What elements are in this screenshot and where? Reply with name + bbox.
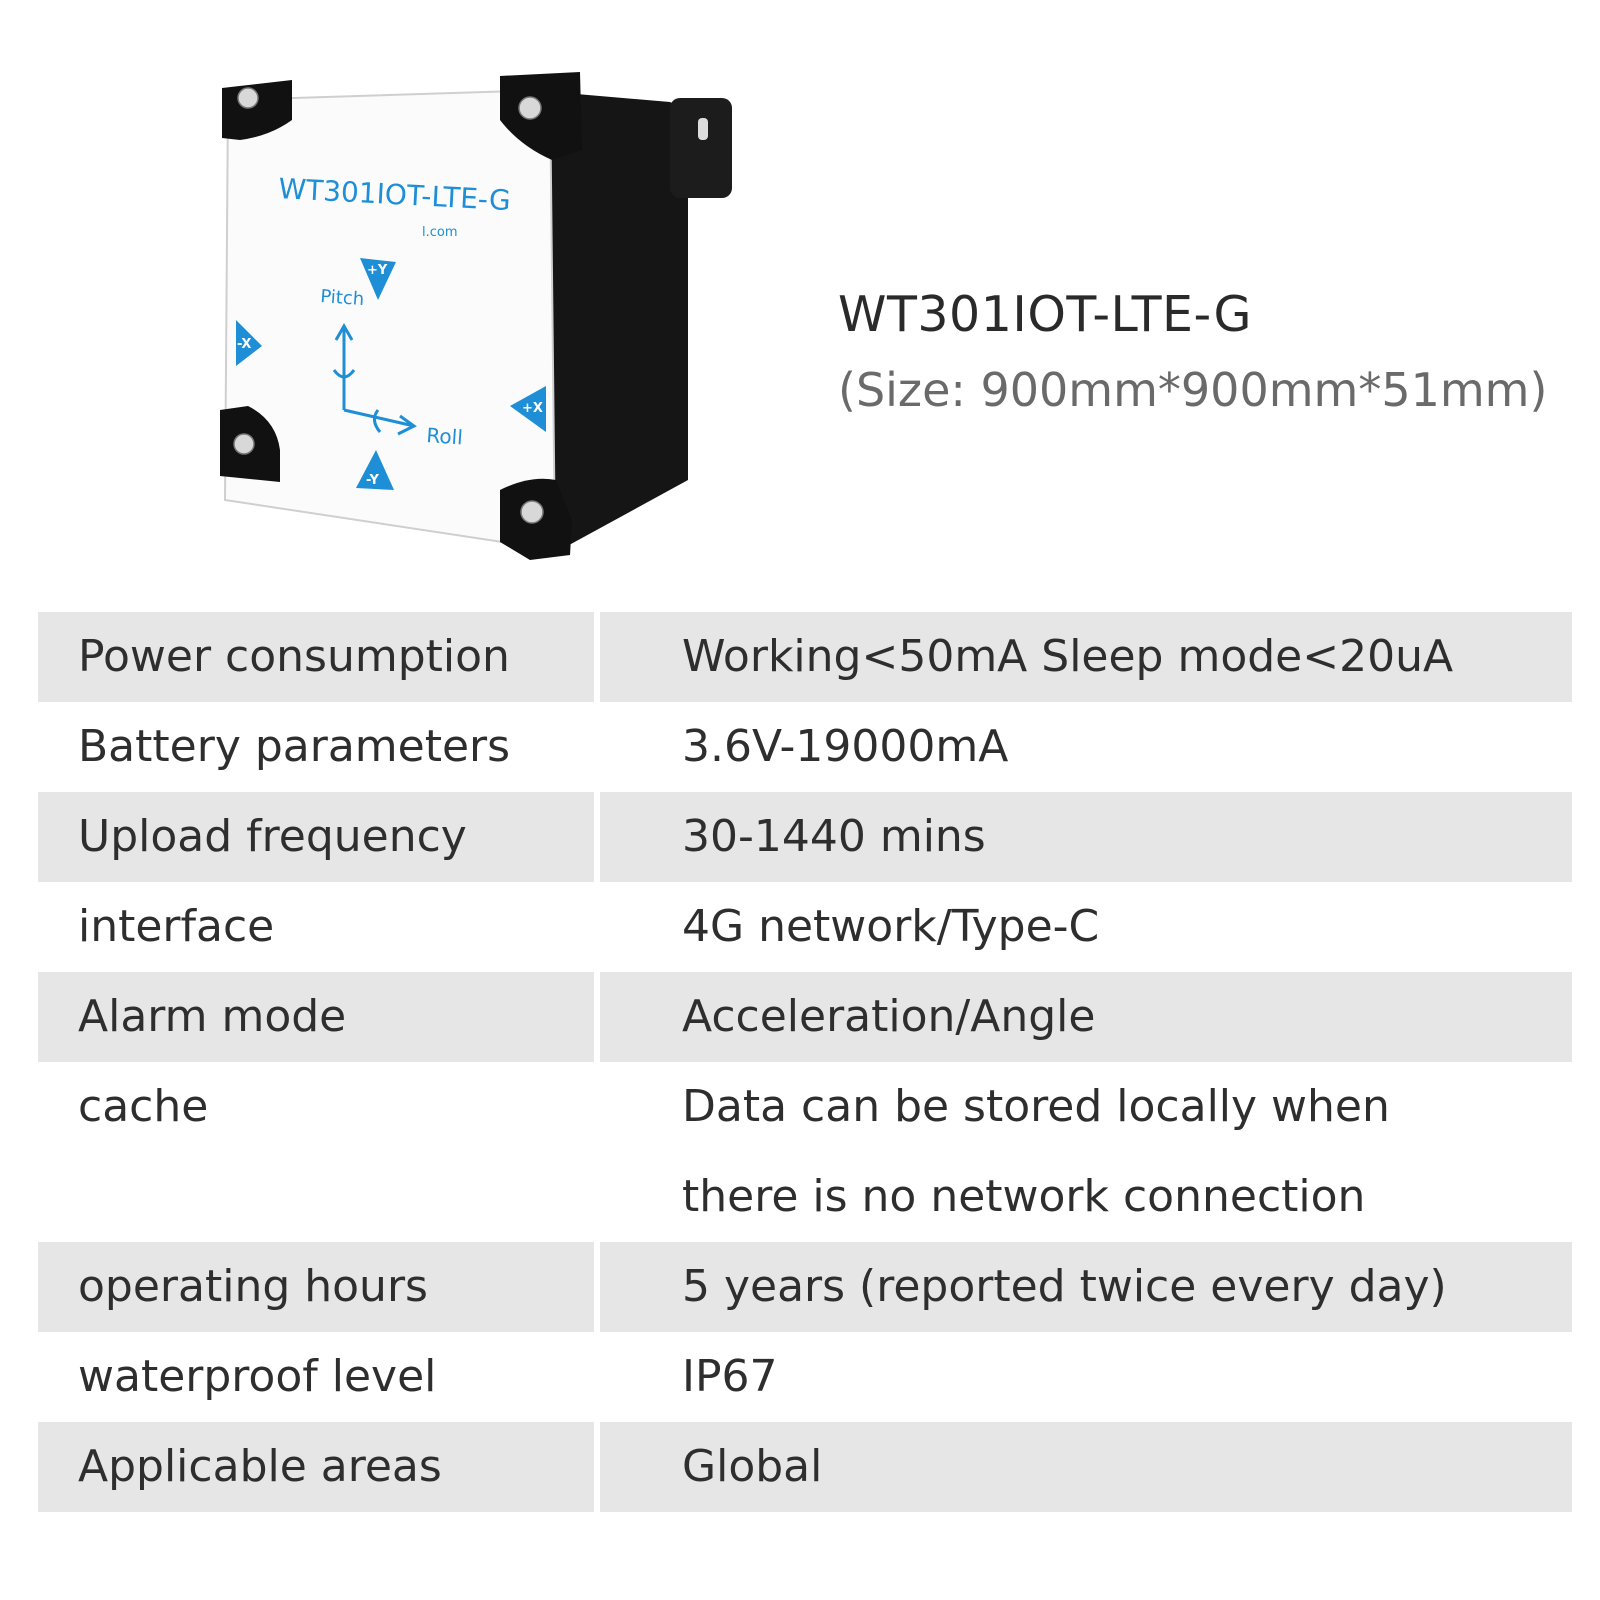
spec-value-line: Acceleration/Angle (682, 991, 1096, 1042)
spec-value-line: Data can be stored locally when (682, 1081, 1390, 1132)
spec-value: Acceleration/Angle (600, 972, 1572, 1062)
spec-row: cache Data can be stored locally when th… (38, 1062, 1572, 1242)
spec-value-line: there is no network connection (682, 1171, 1366, 1222)
spec-value: 5 years (reported twice every day) (600, 1242, 1572, 1332)
mounting-ear (670, 98, 732, 198)
roll-rotation-arrow (373, 409, 382, 433)
spec-value-line: 4G network/Type-C (682, 901, 1100, 952)
spec-row: Power consumption Working<50mA Sleep mod… (38, 612, 1572, 702)
spec-label: Upload frequency (38, 792, 594, 882)
corner-bracket-tr (500, 72, 582, 160)
screw-icon (237, 87, 259, 109)
mounting-slot (698, 118, 708, 140)
product-heading: WT301IOT-LTE-G (Size: 900mm*900mm*51mm) (838, 285, 1578, 421)
minus-x-text: -X (237, 337, 251, 352)
minus-y-text: -Y (366, 473, 379, 488)
spec-value-line: Global (682, 1441, 823, 1492)
spec-row: Applicable areas Global (38, 1422, 1572, 1512)
spec-value: Working<50mA Sleep mode<20uA (600, 612, 1572, 702)
housing-side (530, 90, 688, 550)
spec-table: Power consumption Working<50mA Sleep mod… (38, 612, 1572, 1512)
spec-label: operating hours (38, 1242, 594, 1332)
plus-x-marker (510, 386, 546, 432)
axis-pitch-label: Pitch (320, 286, 365, 310)
spec-label: Alarm mode (38, 972, 594, 1062)
spec-value-line: Working<50mA Sleep mode<20uA (682, 631, 1454, 682)
axis-roll-label: Roll (426, 423, 464, 449)
product-model-title: WT301IOT-LTE-G (838, 286, 1252, 343)
screw-icon (233, 433, 255, 455)
spec-value-line: 5 years (reported twice every day) (682, 1261, 1447, 1312)
spec-value: 30-1440 mins (600, 792, 1572, 882)
product-size-text: (Size: 900mm*900mm*51mm) (838, 363, 1548, 417)
minus-y-marker (356, 450, 394, 490)
minus-x-marker (236, 320, 262, 366)
spec-label: Applicable areas (38, 1422, 594, 1512)
spec-row: interface 4G network/Type-C (38, 882, 1572, 972)
spec-value-line: IP67 (682, 1351, 778, 1402)
spec-label: Power consumption (38, 612, 594, 702)
spec-label: interface (78, 901, 275, 952)
pitch-rotation-arrow (332, 369, 356, 379)
spec-value: 3.6V-19000mA (600, 702, 1572, 792)
spec-value-line: 30-1440 mins (682, 811, 986, 862)
spec-row: Alarm mode Acceleration/Angle (38, 972, 1572, 1062)
plus-y-marker (360, 258, 396, 300)
roll-axis-arrow (343, 408, 417, 436)
screw-icon (518, 96, 542, 120)
spec-label: Battery parameters (78, 721, 511, 772)
panel-site-label: l.com (422, 225, 458, 240)
spec-row: Upload frequency 30-1440 mins (38, 792, 1572, 882)
plus-x-text: +X (522, 401, 543, 416)
spec-row: operating hours 5 years (reported twice … (38, 1242, 1572, 1332)
plus-y-text: +Y (367, 263, 388, 278)
spec-row: Battery parameters 3.6V-19000mA (38, 702, 1572, 792)
product-image: WT301IOT-LTE-G l.com Pitch Roll +Y -Y +X… (200, 50, 760, 580)
spec-label: cache (78, 1081, 209, 1132)
spec-value: IP67 (600, 1332, 1572, 1422)
screw-icon (520, 500, 544, 524)
spec-value-line: 3.6V-19000mA (682, 721, 1009, 772)
spec-row: waterproof level IP67 (38, 1332, 1572, 1422)
spec-value: Global (600, 1422, 1572, 1512)
spec-value: Data can be stored locally when there is… (600, 1062, 1572, 1242)
spec-label: waterproof level (78, 1351, 437, 1402)
spec-value: 4G network/Type-C (600, 882, 1572, 972)
pitch-axis-arrow (334, 322, 354, 410)
